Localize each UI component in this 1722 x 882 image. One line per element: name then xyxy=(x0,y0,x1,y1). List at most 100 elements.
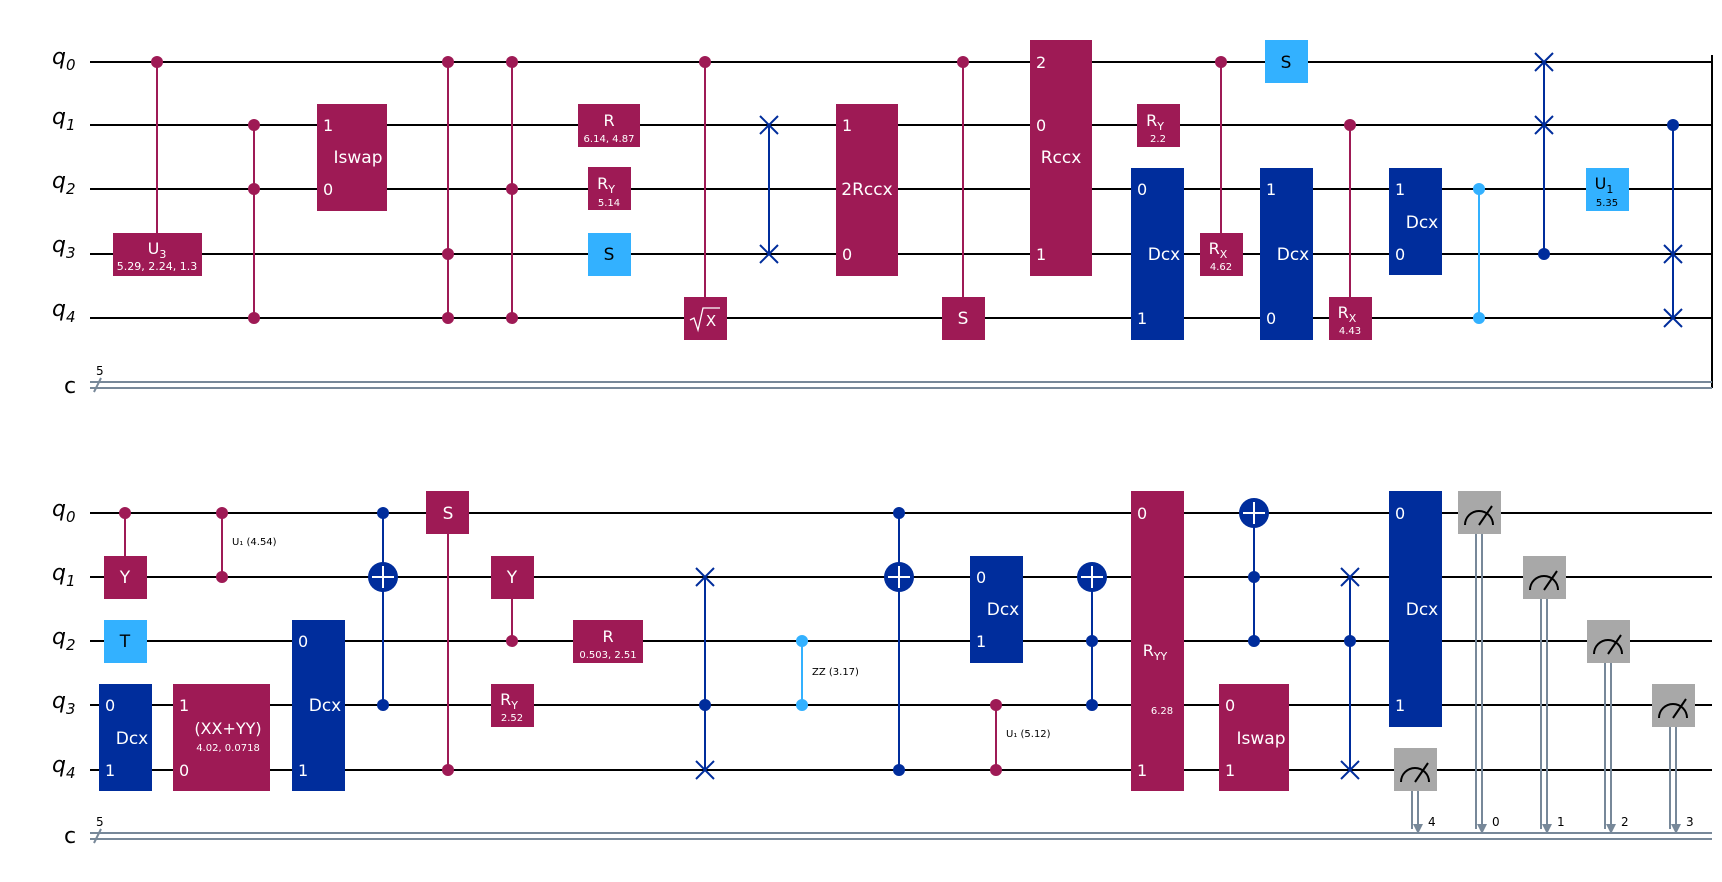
dcx-gate-row-2-d[interactable]: 0 1 Dcx xyxy=(1389,491,1442,727)
control-dot xyxy=(1248,571,1260,583)
swap-cross-bottom xyxy=(1340,760,1360,780)
measure-q0[interactable]: 0 xyxy=(1458,491,1501,834)
swap-cross-bottom xyxy=(1663,308,1683,328)
measure-q3[interactable]: 3 xyxy=(1652,684,1695,834)
fredkin-gate-row-2-a[interactable] xyxy=(695,567,715,780)
s-box xyxy=(588,233,631,276)
multi-control-z-gate-2[interactable] xyxy=(442,56,454,324)
ry-gate-row-1-b[interactable]: RY 2.2 xyxy=(1137,104,1180,147)
measure-q4[interactable]: 4 xyxy=(1394,748,1437,834)
xxyy-pin-b: 0 xyxy=(179,761,189,780)
controlled-s-gate-row-2[interactable]: S xyxy=(426,491,469,776)
dcx-gate-row-1-a[interactable]: 0 1 Dcx xyxy=(1131,168,1184,340)
dcx-pin-a: 1 xyxy=(1266,180,1276,199)
classical-wire-row-2 xyxy=(90,828,1712,844)
r-params: 6.14, 4.87 xyxy=(584,134,635,145)
measure-bit: 3 xyxy=(1686,815,1694,829)
ry-gate-row-1-a[interactable]: RY 5.14 xyxy=(588,167,631,210)
t-gate[interactable]: T xyxy=(104,620,147,663)
rzz-gate[interactable]: ZZ (3.17) xyxy=(796,635,859,711)
control-dot xyxy=(699,699,711,711)
ry-gate-row-2[interactable]: RY 2.52 xyxy=(491,684,534,727)
dcx-box xyxy=(99,684,152,791)
controlled-u1-gate-b[interactable]: U₁ (5.12) xyxy=(990,699,1051,776)
control-dot xyxy=(119,507,131,519)
control-dot xyxy=(990,764,1002,776)
ry-box xyxy=(1137,104,1180,147)
label-q3: q3 xyxy=(52,233,76,262)
control-dot xyxy=(442,56,454,68)
control-dot xyxy=(248,312,260,324)
ryy-gate[interactable]: 0 1 RYY 6.28 xyxy=(1131,491,1184,791)
controlled-rx-gate-a[interactable]: RX 4.62 xyxy=(1200,56,1243,276)
controlled-y-gate-a[interactable]: Y xyxy=(104,507,147,599)
dcx-gate-row-2-a[interactable]: 0 1 Dcx xyxy=(99,684,152,791)
dcx-pin-b: 0 xyxy=(1266,309,1276,328)
iswap-pin-b: 0 xyxy=(323,180,333,199)
measure-q1[interactable]: 1 xyxy=(1523,556,1566,834)
fredkin-gate-row-2-b[interactable] xyxy=(1340,567,1360,780)
control-dot xyxy=(1473,312,1485,324)
rccx-pin-b: 0 xyxy=(1036,116,1046,135)
control-dot xyxy=(216,571,228,583)
xx-plus-yy-gate[interactable]: 1 0 (XX+YY) 4.02, 0.0718 xyxy=(173,684,270,791)
dcx-box xyxy=(292,620,345,791)
meter-box xyxy=(1523,556,1566,599)
ccx-gate-row-2-d[interactable] xyxy=(1239,498,1269,647)
dcx-gate-row-1-b[interactable]: 1 0 Dcx xyxy=(1260,168,1313,340)
controlled-rx-gate-b[interactable]: RX 4.43 xyxy=(1329,119,1372,340)
dcx-gate-row-1-c[interactable]: 1 0 Dcx xyxy=(1389,168,1442,275)
s-label: S xyxy=(604,245,615,265)
ccx-gate-row-2-c[interactable] xyxy=(1077,562,1107,711)
ccx-gate-row-2-a[interactable] xyxy=(368,507,398,711)
cz-gate-row-1[interactable] xyxy=(1473,183,1485,324)
ry-params: 2.52 xyxy=(501,713,523,724)
s-gate-q0-row-1[interactable]: S xyxy=(1265,40,1308,83)
dcx-pin-b: 0 xyxy=(1395,245,1405,264)
fredkin-gate-row-1-b[interactable] xyxy=(1663,119,1683,328)
r-gate-row-2[interactable]: R 0.503, 2.51 xyxy=(573,620,643,663)
dcx-box xyxy=(1389,491,1442,727)
fredkin-gate-row-1-a[interactable] xyxy=(1534,52,1554,260)
u1-gate-row-1[interactable]: U1 5.35 xyxy=(1586,168,1629,211)
control-dot xyxy=(1086,635,1098,647)
s-label: S xyxy=(443,504,454,524)
measure-q2[interactable]: 2 xyxy=(1587,620,1630,834)
rccx2-label: 2Rccx xyxy=(841,180,892,200)
controlled-s-gate[interactable]: S xyxy=(942,56,985,340)
iswap-label: Iswap xyxy=(334,148,383,168)
dcx-gate-row-2-c[interactable]: 0 1 Dcx xyxy=(970,556,1023,663)
rccx2-pin-b: 0 xyxy=(842,245,852,264)
controlled-u3-gate[interactable]: U3 5.29, 2.24, 1.3 xyxy=(113,56,202,276)
xxyy-label: (XX+YY) xyxy=(194,719,261,738)
rccx2-gate[interactable]: 1 0 2Rccx xyxy=(836,104,898,276)
multi-control-z-gate-3[interactable] xyxy=(506,56,518,324)
rccx-gate[interactable]: 2 0 1 Rccx xyxy=(1030,40,1092,276)
u3-params: 5.29, 2.24, 1.3 xyxy=(117,260,197,273)
controlled-sqrtx-gate[interactable]: X xyxy=(684,56,727,340)
s-gate-q3-row-1[interactable]: S xyxy=(588,233,631,276)
u3-label: U3 xyxy=(148,239,167,261)
s-label: S xyxy=(1281,53,1292,73)
control-dot xyxy=(893,507,905,519)
dcx-label: Dcx xyxy=(1277,245,1310,265)
rx-label: RX xyxy=(1209,239,1228,261)
ryy-pin-b: 1 xyxy=(1137,761,1147,780)
dcx-gate-row-2-b[interactable]: 0 1 Dcx xyxy=(292,620,345,791)
dcx-label: Dcx xyxy=(1148,245,1181,265)
rccx2-box xyxy=(836,104,898,276)
control-dot xyxy=(377,699,389,711)
swap-gate-row-1-a[interactable] xyxy=(759,115,779,264)
r-gate-row-1[interactable]: R 6.14, 4.87 xyxy=(578,104,640,147)
multi-control-z-gate-1[interactable] xyxy=(248,119,260,324)
iswap-gate-row-2[interactable]: 0 1 Iswap xyxy=(1219,684,1289,791)
control-dot xyxy=(1086,699,1098,711)
ccx-gate-row-2-b[interactable] xyxy=(884,507,914,776)
s-box xyxy=(1265,40,1308,83)
iswap-gate-row-1[interactable]: 1 0 Iswap xyxy=(317,104,387,211)
meter-arc xyxy=(1593,639,1623,655)
label-q0: q0 xyxy=(52,497,76,526)
controlled-u1-gate-a[interactable]: U₁ (4.54) xyxy=(216,507,277,583)
r-box xyxy=(573,620,643,663)
controlled-y-gate-b[interactable]: Y xyxy=(491,556,534,647)
